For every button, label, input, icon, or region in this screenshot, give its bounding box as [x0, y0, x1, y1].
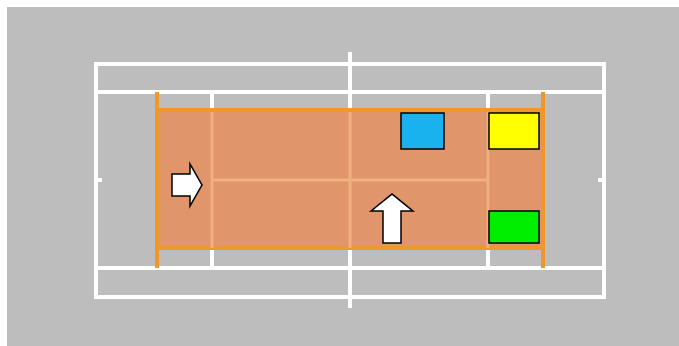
yellow-marker — [488, 112, 540, 150]
inner-court-lines — [210, 112, 490, 248]
court-lines — [94, 52, 606, 308]
blue-marker — [400, 112, 445, 150]
right-arrow-icon — [171, 161, 203, 209]
up-arrow-icon — [368, 193, 416, 244]
green-marker — [488, 210, 540, 244]
